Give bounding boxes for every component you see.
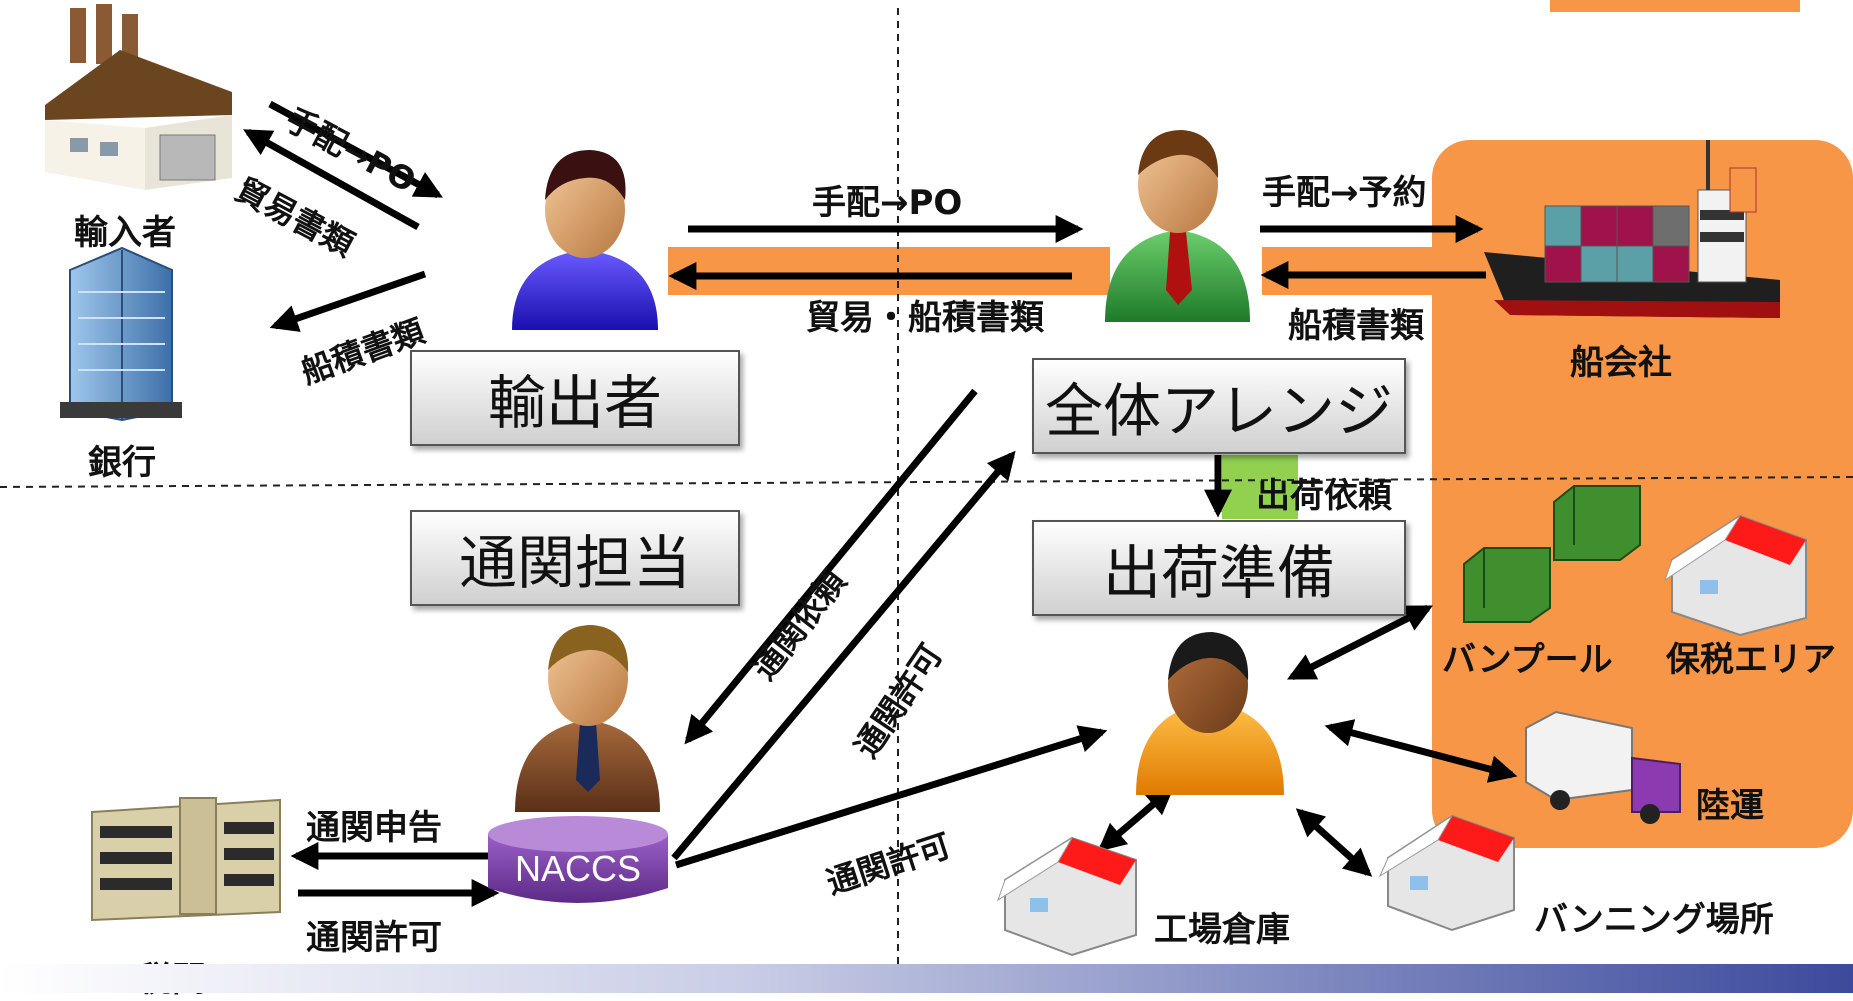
overall-arrange-box: 全体アレンジ: [1032, 358, 1406, 454]
trade-docs-highlight: [668, 247, 1110, 295]
bonded-area-label: 保税エリア: [1666, 640, 1836, 680]
exporter-box: 輸出者: [410, 350, 740, 446]
shipping-container-icon: [1463, 485, 1641, 623]
warehouse-icon: [997, 836, 1137, 957]
person-icon: [515, 625, 660, 812]
warehouse-icon: [1378, 814, 1515, 932]
shipping-company-label: 船会社: [1570, 343, 1672, 383]
customs-office-icon: [91, 797, 281, 922]
booking-label: 手配→予約: [1262, 173, 1427, 213]
person-icon: [1136, 632, 1284, 795]
customs-permit-label: 通関許可: [306, 918, 442, 958]
factory-icon: [45, 4, 232, 190]
trade-shipping-docs-label: 貿易・船積書類: [806, 298, 1044, 338]
arrow-vanning-site: [1295, 808, 1373, 877]
forwarder-po-label: 手配→PO: [812, 183, 963, 223]
importer-label: 輸入者: [74, 213, 176, 253]
shipping-area-top-strip: [1550, 0, 1800, 12]
arrow-clearance-permit-diag: [671, 450, 1016, 861]
shipment-request-label: 出荷依頼: [1256, 476, 1392, 516]
arrow-land-transport: [1324, 719, 1518, 783]
customs-broker-box: 通関担当: [410, 510, 740, 606]
bank-building-icon: [60, 246, 182, 422]
bank-label: 銀行: [88, 443, 156, 483]
naccs-label: NACCS: [514, 848, 642, 889]
vanning-site-label: バンニング場所: [1534, 900, 1774, 940]
arrow-factory-warehouse: [1097, 786, 1175, 852]
person-icon: [512, 150, 658, 330]
arrow-trade-docs-to-importer: [243, 128, 420, 231]
horizontal-divider: [0, 476, 1853, 488]
customs-declaration-label: 通関申告: [306, 808, 442, 848]
carrier-docs-highlight: [1262, 247, 1442, 295]
arrow-vanpool: [1287, 604, 1433, 681]
land-transport-label: 陸運: [1696, 786, 1764, 826]
naccs-database-icon: [488, 816, 668, 903]
warehouse-icon: [1664, 514, 1807, 637]
person-icon: [1105, 130, 1250, 322]
container-ship-icon: [1484, 140, 1780, 318]
arrow-importer-po: [268, 100, 443, 199]
van-pool-label: バンプール: [1442, 640, 1613, 680]
carrier-shipping-docs-label: 船積書類: [1288, 306, 1424, 346]
shipment-prep-box: 出荷準備: [1032, 520, 1406, 616]
truck-icon: [1525, 710, 1681, 824]
footer-bar: [0, 964, 1853, 993]
factory-warehouse-label: 工場倉庫: [1154, 910, 1290, 950]
arrow-clearance-request: [684, 388, 978, 745]
shipment-request-highlight: [1222, 455, 1298, 519]
arrow-docs-to-bank: [269, 270, 427, 332]
arrow-clearance-permit-lower: [674, 725, 1108, 869]
